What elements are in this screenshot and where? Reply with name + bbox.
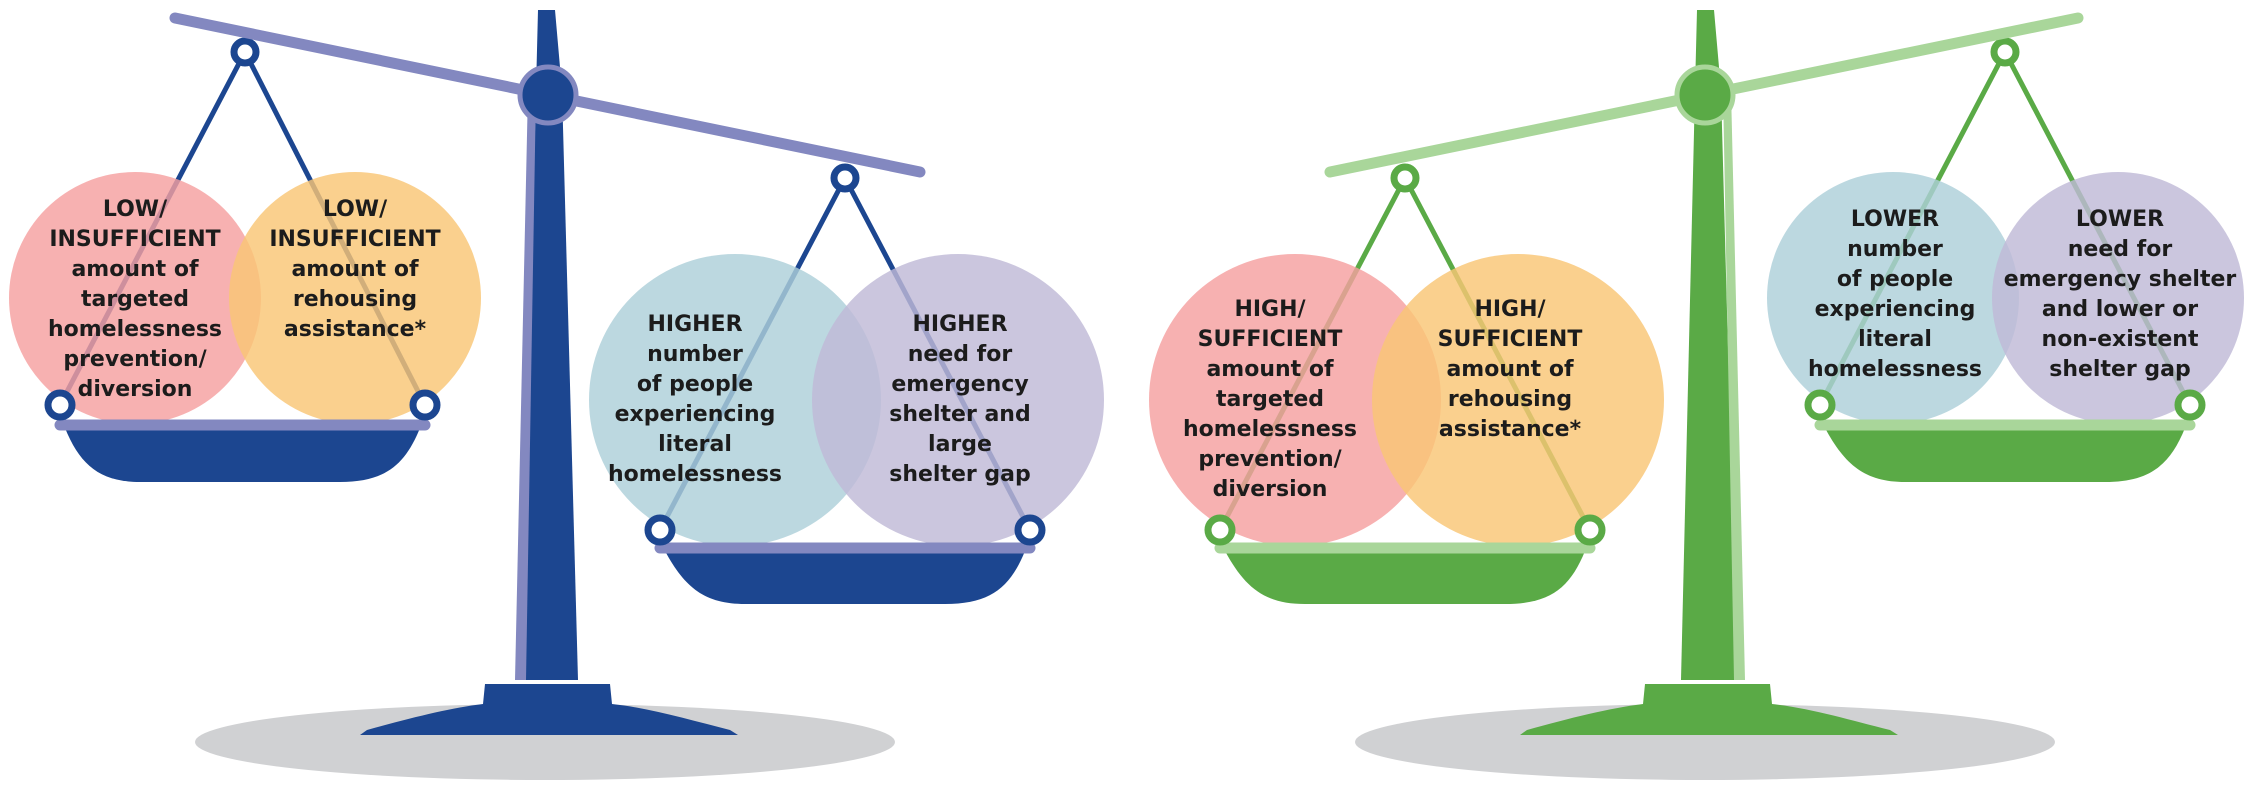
hook-ring <box>230 37 260 67</box>
floor-shadow <box>1355 704 2055 780</box>
scale-base <box>1520 684 1898 735</box>
pan-handle-ring <box>1574 514 1606 546</box>
scale-post-highlight <box>515 90 536 680</box>
floor-shadow <box>195 704 895 780</box>
pan-circle <box>229 172 481 424</box>
scale-post-highlight <box>1723 90 1745 680</box>
pan-circle <box>1992 172 2244 424</box>
pan-handle-ring <box>1804 389 1836 421</box>
label-high-prevention: HIGH/ SUFFICIENT amount of targeted home… <box>1182 297 1358 502</box>
label-lower-shelter-need: LOWER need for emergency shelter and low… <box>2003 207 2237 382</box>
pan-bowl <box>1225 551 1585 604</box>
label-lower-homelessness: LOWER number of people experiencing lite… <box>1807 207 1983 382</box>
pan-circle <box>9 172 261 424</box>
pan-circle <box>1767 172 2019 424</box>
pan-bowl <box>1825 428 2185 482</box>
hook-ring <box>1390 163 1420 193</box>
pan-handle-ring <box>1204 514 1236 546</box>
pan-bowl <box>665 551 1025 604</box>
pan-handle-ring <box>1014 514 1046 546</box>
pan-bowl <box>65 428 420 482</box>
hook-ring <box>1990 37 2020 67</box>
label-low-rehousing: LOW/ INSUFFICIENT amount of rehousing as… <box>269 197 441 342</box>
pan-circle <box>589 254 881 546</box>
pan-handle-ring <box>409 389 441 421</box>
scale-pivot <box>517 64 579 126</box>
pan-circle <box>1149 254 1441 546</box>
pan-circle <box>812 254 1104 546</box>
scale-base <box>360 684 738 735</box>
pan-handle-ring <box>2174 389 2206 421</box>
scale-post <box>522 10 578 680</box>
pan-handle-ring <box>644 514 676 546</box>
label-low-prevention: LOW/ INSUFFICIENT amount of targeted hom… <box>47 197 223 402</box>
scale-post <box>1681 10 1737 680</box>
hook-ring <box>830 163 860 193</box>
pan-handle-ring <box>44 389 76 421</box>
label-high-rehousing: HIGH/ SUFFICIENT amount of rehousing ass… <box>1437 297 1583 442</box>
pan-circle <box>1372 254 1664 546</box>
label-higher-homelessness: HIGHER number of people experiencing lit… <box>607 312 783 487</box>
scale-pivot <box>1674 64 1736 126</box>
label-higher-shelter-need: HIGHER need for emergency shelter and la… <box>889 312 1031 487</box>
